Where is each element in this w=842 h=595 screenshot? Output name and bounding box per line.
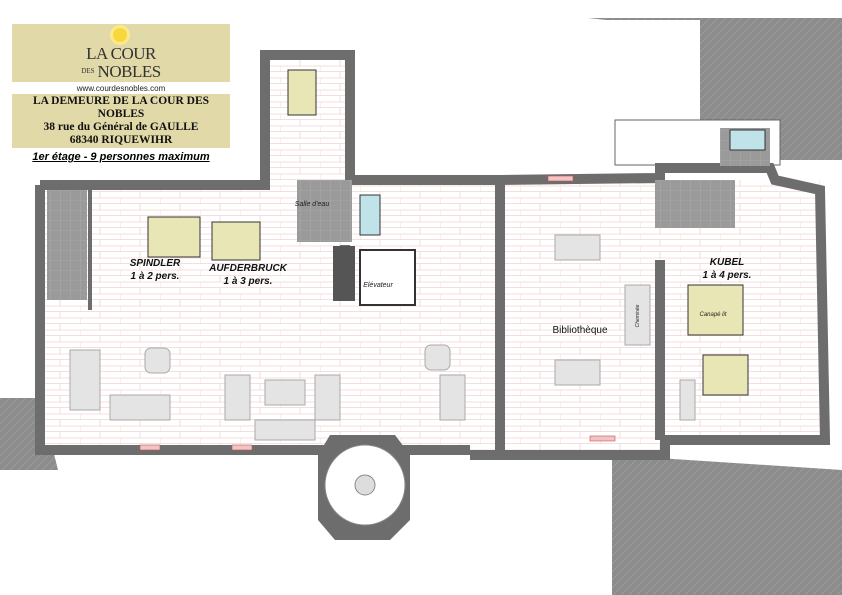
room-name-bibliotheque: Bibliothèque — [552, 325, 608, 336]
logo-des: DES — [81, 67, 95, 75]
beds — [147, 69, 749, 396]
address-block: LA DEMEURE DE LA COUR DES NOBLES 38 rue … — [12, 94, 230, 148]
fireplace-label: Cheminée — [635, 304, 641, 328]
street: 38 rue du Général de GAULLE — [43, 121, 199, 133]
room-capacity-spindler: 1 à 2 pers. — [130, 271, 180, 282]
room-name-salle-deau: Salle d'eau — [294, 201, 330, 208]
logo-line2: NOBLES — [97, 62, 162, 81]
elevator-label: Elévateur — [363, 282, 393, 289]
sun-icon — [113, 28, 127, 42]
neighbor-buildings — [0, 18, 842, 595]
room-name-spindler: SPINDLER — [129, 258, 181, 269]
logo-line1: LA COUR — [86, 44, 156, 63]
floor-info: 1er étage - 9 personnes maximum — [32, 151, 210, 163]
room-name-kubel: KUBEL — [709, 257, 745, 268]
room-capacity-kubel: 1 à 4 pers. — [702, 270, 752, 281]
room-capacity-aufderbruck: 1 à 3 pers. — [223, 276, 273, 287]
website-link[interactable]: www.courdesnobles.com — [76, 84, 166, 93]
room-name-aufderbruck: AUFDERBRUCK — [209, 263, 287, 274]
furniture — [69, 234, 696, 441]
property-name: LA DEMEURE DE LA COUR DES NOBLES — [32, 95, 210, 120]
sofa-bed-label: Canapé lit — [699, 312, 727, 318]
city: 68340 RIQUEWIHR — [69, 134, 173, 146]
